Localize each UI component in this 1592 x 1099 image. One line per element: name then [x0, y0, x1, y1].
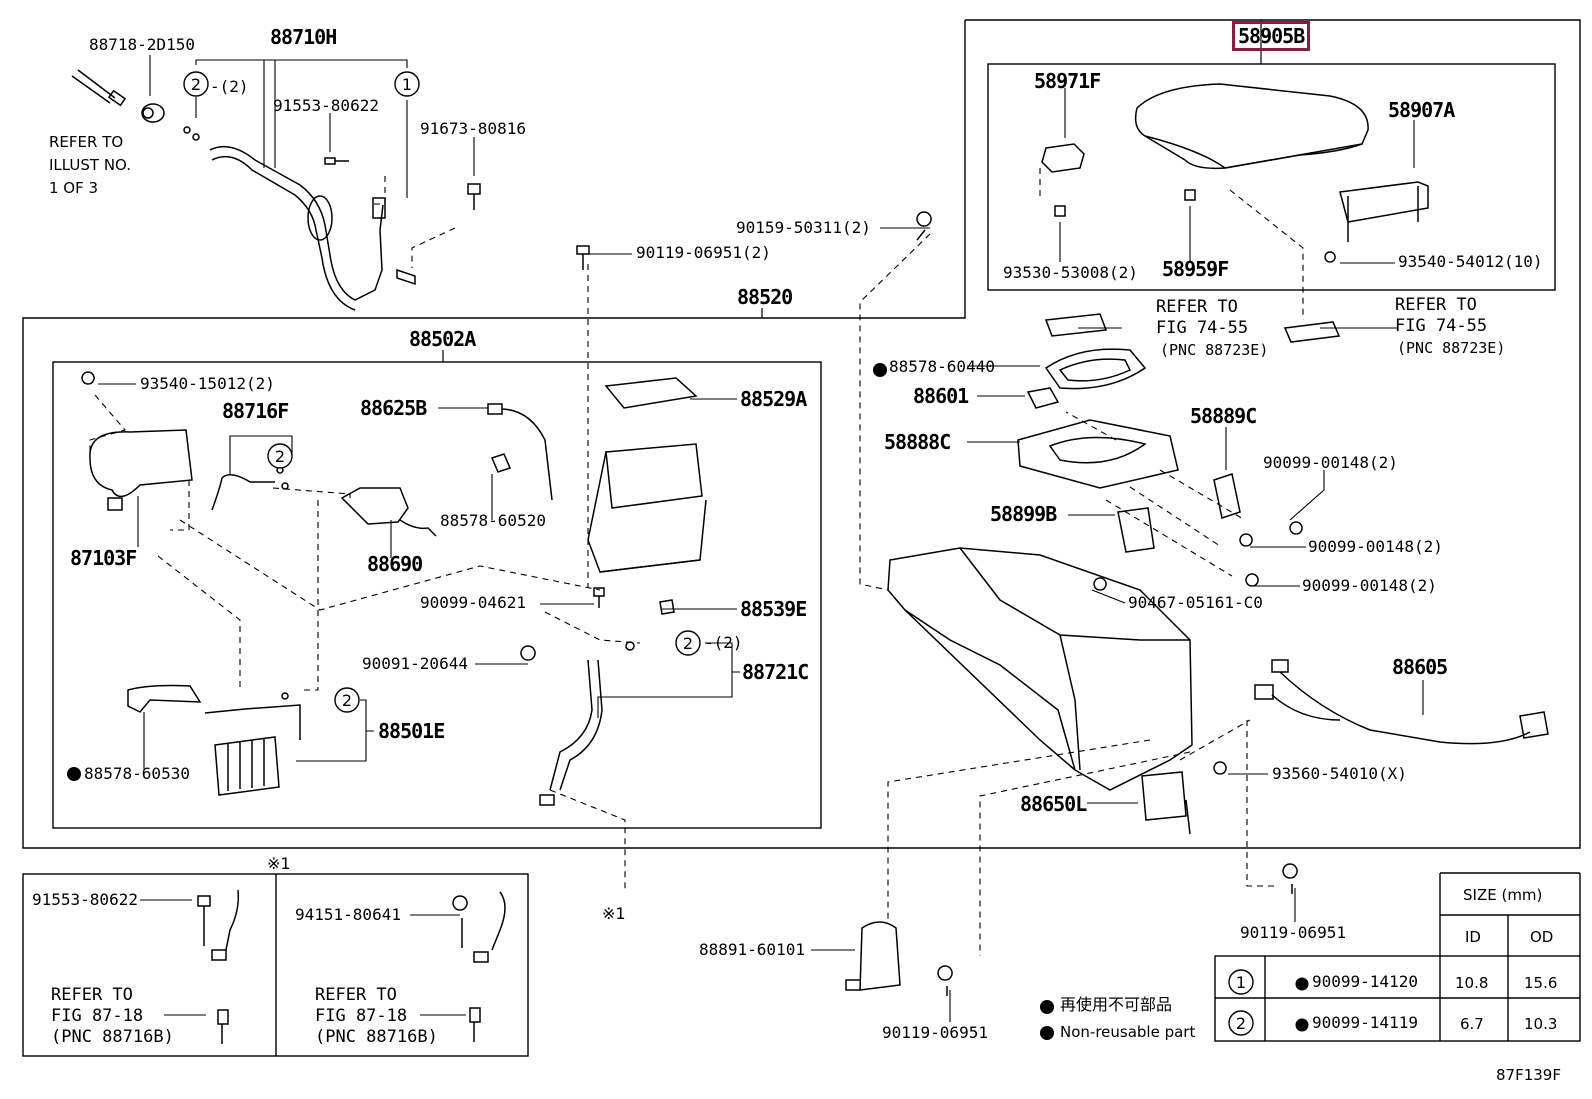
non-reusable-dots	[67, 363, 1309, 1040]
assembly-88710h: 88710H	[270, 25, 337, 49]
part-90119-06951-c: 90119-06951	[882, 1023, 988, 1042]
illust-no-label: ILLUST NO.	[49, 156, 132, 174]
size-table-id-2: 6.7	[1460, 1015, 1484, 1033]
part-88891-60101: 88891-60101	[699, 940, 805, 959]
part-90119-06951-b: 90119-06951	[1240, 923, 1346, 942]
part-93560-54010: 93560-54010(X)	[1272, 764, 1407, 783]
qty-callout-2: -(2)	[210, 77, 249, 96]
assembly-88520: 88520	[737, 285, 793, 309]
part-58959f: 58959F	[1162, 257, 1229, 281]
fig-74-55-label-2: FIG 74-55	[1395, 316, 1488, 336]
qty-callout-2b: -(2)	[704, 633, 743, 652]
fig-74-55-label: FIG 74-55	[1156, 318, 1249, 338]
refer-to-label: REFER TO	[49, 133, 124, 151]
part-58899b: 58899B	[990, 502, 1057, 526]
pnc-88716b-label-2: (PNC 88716B)	[315, 1027, 438, 1047]
part-90099-04621: 90099-04621	[420, 593, 526, 612]
size-table-part-2: 90099-14119	[1312, 1013, 1418, 1032]
refer-to-label-3: REFER TO	[1395, 295, 1477, 315]
pnc-88723e-label: (PNC 88723E)	[1160, 341, 1269, 359]
part-91553-80622-b: 91553-80622	[32, 890, 138, 909]
part-93540-15012: 93540-15012(2)	[140, 374, 275, 393]
table-mark-1: 1	[1236, 973, 1246, 992]
refer-to-label-4: REFER TO	[51, 985, 133, 1005]
assembly-frames	[22, 19, 1581, 1057]
table-mark-2: 2	[1236, 1014, 1246, 1033]
assembly-58905b: 58905B	[1231, 21, 1311, 51]
callout-2-88501e: 2	[342, 691, 352, 710]
callout-circles	[183, 71, 1254, 1036]
legend-jp: 再使用不可部品	[1060, 995, 1173, 1014]
part-90099-00148-a: 90099-00148(2)	[1263, 453, 1398, 472]
part-87103f: 87103F	[70, 546, 137, 570]
part-88690: 88690	[367, 552, 423, 576]
part-93540-54012: 93540-54012(10)	[1398, 252, 1543, 271]
callout-2-88721c: 2	[683, 634, 693, 653]
part-58971f: 58971F	[1034, 69, 1101, 93]
part-90159-50311: 90159-50311(2)	[736, 218, 871, 237]
part-90099-00148-c: 90099-00148(2)	[1302, 576, 1437, 595]
callout-numbers: 2 1 2 2 2 1 2	[191, 75, 1246, 1033]
size-table-part-1: 90099-14120	[1312, 972, 1418, 991]
size-table-grid	[1214, 872, 1581, 1042]
size-table-od-1: 15.6	[1524, 974, 1558, 992]
part-88716f: 88716F	[222, 399, 289, 423]
part-94151-80641: 94151-80641	[295, 905, 401, 924]
callout-1-top: 1	[402, 75, 412, 94]
pnc-88723e-label-2: (PNC 88723E)	[1397, 339, 1506, 357]
note-mark-1: ※1	[267, 854, 291, 873]
figure-code: 87F139F	[1496, 1066, 1561, 1084]
refer-to-label-2: REFER TO	[1156, 297, 1238, 317]
part-88578-60440: 88578-60440	[889, 357, 995, 376]
part-88625b: 88625B	[360, 396, 427, 420]
part-88539e: 88539E	[740, 597, 807, 621]
part-88650l: 88650L	[1020, 792, 1087, 816]
fig-87-18-label-2: FIG 87-18	[315, 1006, 408, 1026]
assembly-88502a: 88502A	[409, 327, 476, 351]
note-mark-2: ※1	[602, 904, 626, 923]
part-88578-60520: 88578-60520	[440, 511, 546, 530]
size-table-title: SIZE (mm)	[1463, 886, 1543, 904]
part-90091-20644: 90091-20644	[362, 654, 468, 673]
part-88605: 88605	[1392, 655, 1448, 679]
legend-en: Non-reusable part	[1060, 1023, 1196, 1041]
part-91553-80622: 91553-80622	[273, 96, 379, 115]
part-58889c: 58889C	[1190, 404, 1257, 428]
pnc-88716b-label: (PNC 88716B)	[51, 1027, 174, 1047]
one-of-3-label: 1 OF 3	[49, 179, 99, 197]
leader-lines	[98, 55, 1424, 1022]
part-88721c: 88721C	[742, 660, 809, 684]
part-88718-2d150: 88718-2D150	[89, 35, 195, 54]
size-table-od-2: 10.3	[1524, 1015, 1558, 1033]
refer-to-label-5: REFER TO	[315, 985, 397, 1005]
part-58888c: 58888C	[884, 430, 951, 454]
part-58907a: 58907A	[1388, 98, 1455, 122]
part-90467-05161-c0: 90467-05161-C0	[1128, 593, 1263, 612]
callout-2-top: 2	[191, 75, 201, 94]
part-90099-00148-b: 90099-00148(2)	[1308, 537, 1443, 556]
part-90119-06951-2: 90119-06951(2)	[636, 243, 771, 262]
part-88529a: 88529A	[740, 387, 807, 411]
part-88578-60530: 88578-60530	[84, 764, 190, 783]
fig-87-18-label: FIG 87-18	[51, 1006, 144, 1026]
part-drawings	[71, 69, 1549, 1044]
part-93530-53008: 93530-53008(2)	[1003, 263, 1138, 282]
size-table-col-od: OD	[1530, 928, 1554, 946]
size-table-id-1: 10.8	[1455, 974, 1489, 992]
dashed-lines	[89, 168, 1304, 956]
part-88501e: 88501E	[378, 719, 445, 743]
size-table-col-id: ID	[1465, 928, 1481, 946]
callout-2-88716f: 2	[275, 447, 285, 466]
part-88601: 88601	[913, 384, 969, 408]
part-91673-80816: 91673-80816	[420, 119, 526, 138]
